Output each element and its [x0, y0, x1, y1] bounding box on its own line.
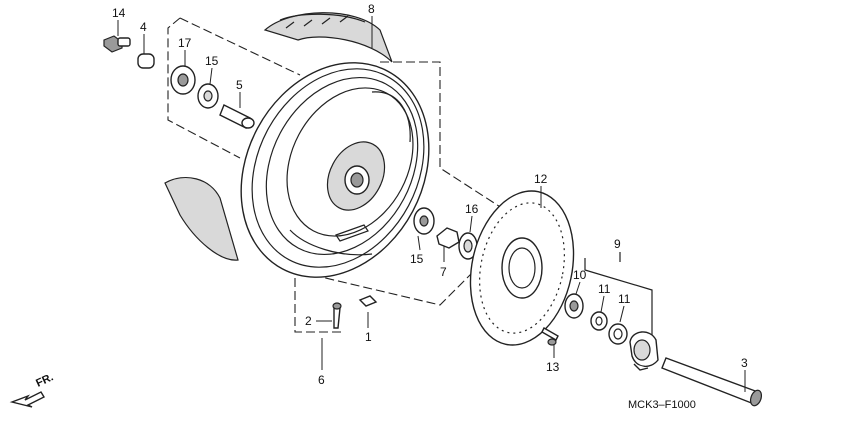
leader-lines [117, 16, 746, 392]
callout-9: 9 [614, 237, 621, 251]
left-hardware [103, 35, 255, 129]
brake-disc [469, 190, 575, 346]
direction-label: FR. [34, 371, 55, 389]
callout-1: 1 [365, 330, 372, 344]
callout-16: 16 [465, 202, 479, 216]
callout-14: 14 [112, 6, 126, 20]
callout-2: 2 [305, 314, 312, 328]
callout-8: 8 [368, 2, 375, 16]
front-direction-arrow: FR. [9, 371, 55, 408]
callout-6: 6 [318, 373, 325, 387]
callout-15-left: 15 [205, 54, 219, 68]
callout-labels: 14 4 17 15 5 8 12 16 15 7 9 10 11 11 2 1… [112, 2, 748, 387]
callout-3: 3 [741, 356, 748, 370]
callout-13: 13 [546, 360, 560, 374]
callout-5: 5 [236, 78, 243, 92]
callout-7: 7 [440, 265, 447, 279]
right-hub-parts [413, 207, 478, 260]
callout-11-b: 11 [618, 292, 631, 306]
tire-section [164, 12, 393, 261]
wheel-rim [240, 62, 430, 278]
axle [661, 357, 763, 407]
gearbox-assembly [564, 252, 659, 371]
callout-17: 17 [178, 36, 192, 50]
callout-15-right: 15 [410, 252, 424, 266]
callout-11-a: 11 [598, 282, 611, 296]
callout-10: 10 [573, 268, 587, 282]
callout-12: 12 [534, 172, 548, 186]
valve-and-weight [332, 295, 378, 329]
disc-bolt [541, 327, 559, 346]
diagram-code: MCK3–F1000 [628, 399, 696, 411]
callout-4: 4 [140, 20, 147, 34]
